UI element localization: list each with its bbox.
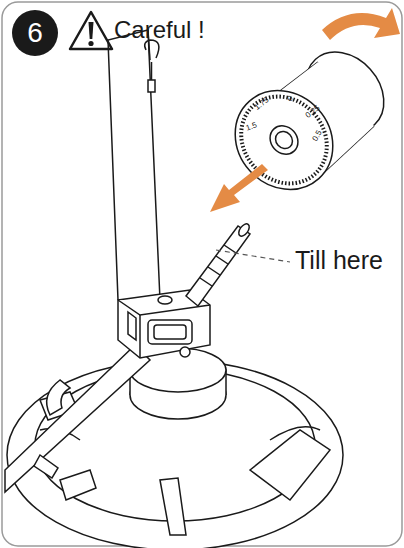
lift-wire xyxy=(108,30,160,300)
step-number-text: 6 xyxy=(27,19,43,47)
position-note: Till here xyxy=(295,248,383,273)
rear-stub xyxy=(186,222,251,306)
arm-tube xyxy=(5,345,150,492)
push-arrow xyxy=(210,164,268,212)
rotation-arrow xyxy=(322,8,400,40)
warning-text: Careful ! xyxy=(114,18,205,42)
leader-line xyxy=(216,250,290,262)
warning-symbol xyxy=(70,12,112,49)
step-number: 6 xyxy=(12,10,58,56)
tonearm-base xyxy=(7,348,343,548)
